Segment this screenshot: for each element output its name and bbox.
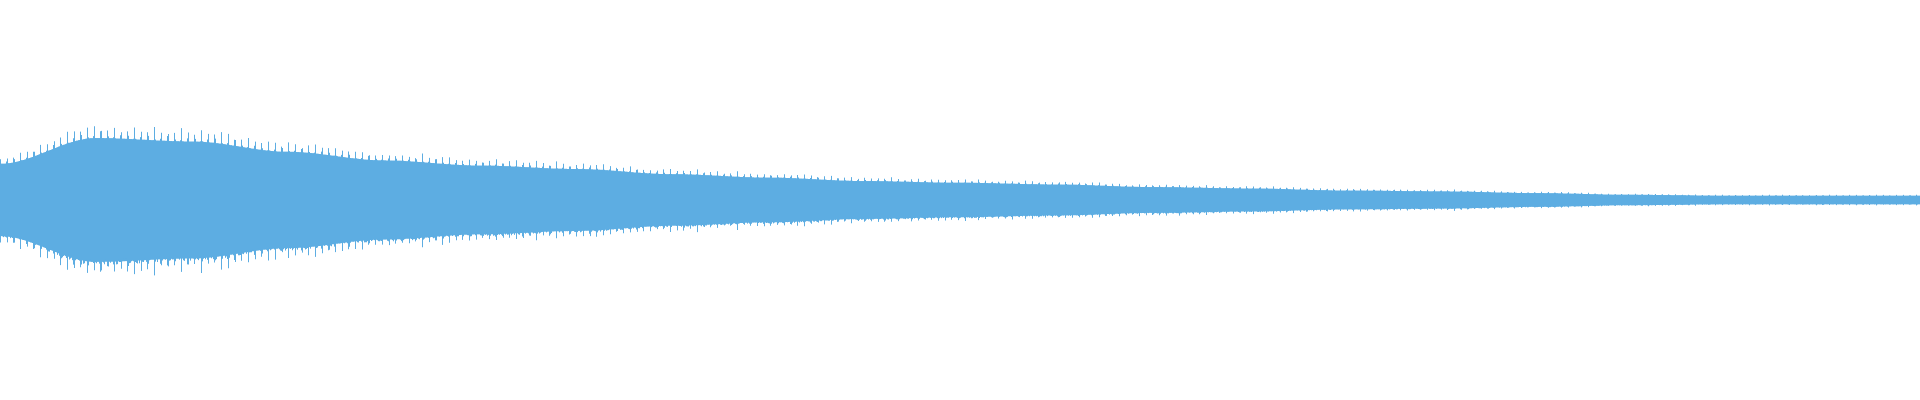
waveform-spikes	[0, 126, 1920, 276]
